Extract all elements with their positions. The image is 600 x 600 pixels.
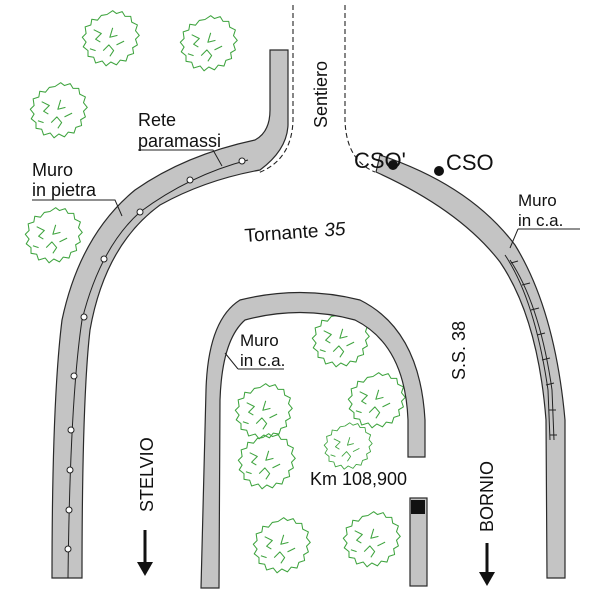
rockfall-net-label-2: paramassi <box>138 131 221 151</box>
stone-wall-label-1: Muro <box>32 160 73 180</box>
concrete-wall-inner <box>200 291 426 589</box>
net-post-icon <box>70 372 78 380</box>
tree-icon <box>347 372 406 429</box>
tree-icon <box>24 207 83 264</box>
barrier-post <box>521 282 531 286</box>
barrier-post <box>536 332 546 336</box>
road-label: S.S. 38 <box>449 321 469 380</box>
net-post-icon <box>186 176 194 184</box>
rockfall-net-leader <box>138 149 223 167</box>
concrete-wall-inner-leader <box>224 352 284 370</box>
cso-prime-label: CSO' <box>354 148 406 173</box>
concrete-wall-inner-lower <box>409 497 428 587</box>
tree-icon <box>252 517 311 574</box>
net-post-icon <box>66 466 74 474</box>
barrier-post <box>545 382 555 386</box>
direction-stelvio-arrow-icon <box>137 530 153 576</box>
barrier-rail <box>509 259 555 441</box>
concrete-wall-right-label-1: Muro <box>518 191 557 210</box>
net-post-icon <box>238 157 246 165</box>
net-post-icon <box>100 255 108 263</box>
net-post-icon <box>136 208 144 216</box>
concrete-wall-right-leader <box>509 228 580 249</box>
direction-bornio-label: BORNIO <box>477 461 497 532</box>
curve-number: 35 <box>324 219 347 241</box>
cso-label: CSO <box>446 150 494 175</box>
barrier-rail <box>504 254 551 441</box>
path-label: Sentiero <box>311 61 331 128</box>
barrier-post <box>541 357 551 361</box>
net-post-icon <box>64 545 72 553</box>
stone-wall <box>51 49 289 579</box>
concrete-wall-right-label-2: in c.a. <box>518 211 563 230</box>
stone-wall-leader <box>32 199 123 217</box>
path-edge-left <box>257 5 294 174</box>
tree-icon <box>237 433 296 490</box>
tree-icon <box>29 82 88 139</box>
tree-icon <box>323 422 373 470</box>
direction-stelvio-label: STELVIO <box>137 437 157 512</box>
tree-icon <box>179 15 238 72</box>
barrier-post <box>510 260 519 264</box>
path-edge-right <box>344 5 376 173</box>
concrete-wall-inner-label-1: Muro <box>240 331 279 350</box>
barrier-post <box>530 307 540 311</box>
cso-prime-point-icon <box>388 160 398 170</box>
tree-icon <box>81 10 140 67</box>
cso-point-icon <box>434 166 444 176</box>
tree-icon <box>342 511 401 568</box>
km-marker-icon <box>411 500 425 514</box>
tree-icon <box>234 383 293 440</box>
rockfall-net-label-1: Rete <box>138 110 176 130</box>
rockfall-net-posts <box>64 157 246 553</box>
rockfall-net <box>67 159 249 579</box>
direction-bornio-arrow-icon <box>479 543 495 586</box>
net-post-icon <box>65 506 73 514</box>
barrier-posts <box>510 260 557 436</box>
net-post-icon <box>80 313 88 321</box>
km-marker-label: Km 108,900 <box>310 469 407 489</box>
curve-title-word: Tornante <box>244 221 319 247</box>
concrete-wall-inner-label-2: in c.a. <box>240 351 285 370</box>
net-post-icon <box>67 426 75 434</box>
stone-wall-label-2: in pietra <box>32 180 97 200</box>
